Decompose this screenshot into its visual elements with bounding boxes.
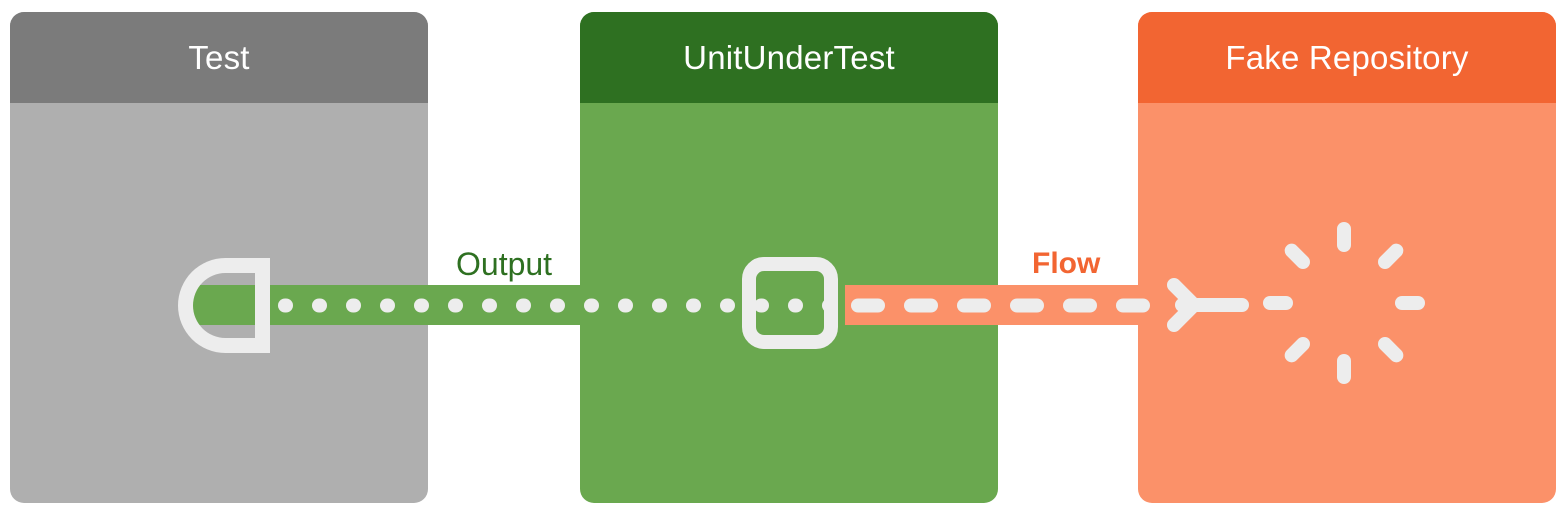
participant-test[interactable]: Test <box>10 12 428 503</box>
dashed-circle-segment <box>1281 334 1313 366</box>
edge-output-band <box>186 285 871 325</box>
participant-unit-under-test[interactable]: UnitUnderTest <box>580 12 998 503</box>
participant-fake-repository[interactable]: Fake Repository <box>1138 12 1556 503</box>
participant-test-title: Test <box>188 39 250 76</box>
edge-dot <box>278 298 293 312</box>
edge-dot <box>448 298 463 312</box>
port-square-icon <box>742 257 838 349</box>
edge-dash <box>1063 298 1097 312</box>
edge-dash <box>904 298 938 312</box>
edge-output-dots <box>186 298 871 312</box>
edge-dot <box>312 298 327 312</box>
dashed-circle-segment <box>1375 240 1407 272</box>
edge-dot <box>788 298 803 312</box>
participant-fake-repository-header: Fake Repository <box>1138 12 1556 103</box>
edge-dot <box>414 298 429 312</box>
edge-flow-band <box>845 285 1160 325</box>
socket-icon <box>178 258 270 353</box>
socket-cap <box>255 258 270 353</box>
edge-dot <box>720 298 735 312</box>
edge-dot <box>380 298 395 312</box>
participant-unit-under-test-title: UnitUnderTest <box>683 39 895 76</box>
edge-dot <box>618 298 633 312</box>
dashed-circle-segment <box>1263 296 1293 310</box>
edge-dot <box>482 298 497 312</box>
edge-dot <box>346 298 361 312</box>
participant-test-header: Test <box>10 12 428 103</box>
dashed-circle-segment <box>1337 354 1351 384</box>
edge-dash <box>1116 298 1150 312</box>
dashed-circle-segment <box>1281 240 1313 272</box>
edge-label-output: Output <box>450 248 559 280</box>
edge-dot <box>516 298 531 312</box>
dashed-circle-segment <box>1395 296 1425 310</box>
arrow-left-icon <box>1163 272 1249 338</box>
edge-dash <box>957 298 991 312</box>
edge-flow-dashes <box>845 298 1160 312</box>
participant-fake-repository-title: Fake Repository <box>1225 39 1469 76</box>
edge-dot <box>652 298 667 312</box>
dashed-circle-segment <box>1375 334 1407 366</box>
edge-dash <box>1010 298 1044 312</box>
edge-dot <box>686 298 701 312</box>
edge-dot <box>584 298 599 312</box>
dashed-circle-icon <box>1263 222 1425 384</box>
edge-label-flow: Flow <box>1026 249 1107 279</box>
participant-unit-under-test-header: UnitUnderTest <box>580 12 998 103</box>
edge-dash <box>851 298 885 312</box>
edge-dot <box>550 298 565 312</box>
edge-dot <box>754 298 769 312</box>
dashed-circle-segment <box>1337 222 1351 252</box>
